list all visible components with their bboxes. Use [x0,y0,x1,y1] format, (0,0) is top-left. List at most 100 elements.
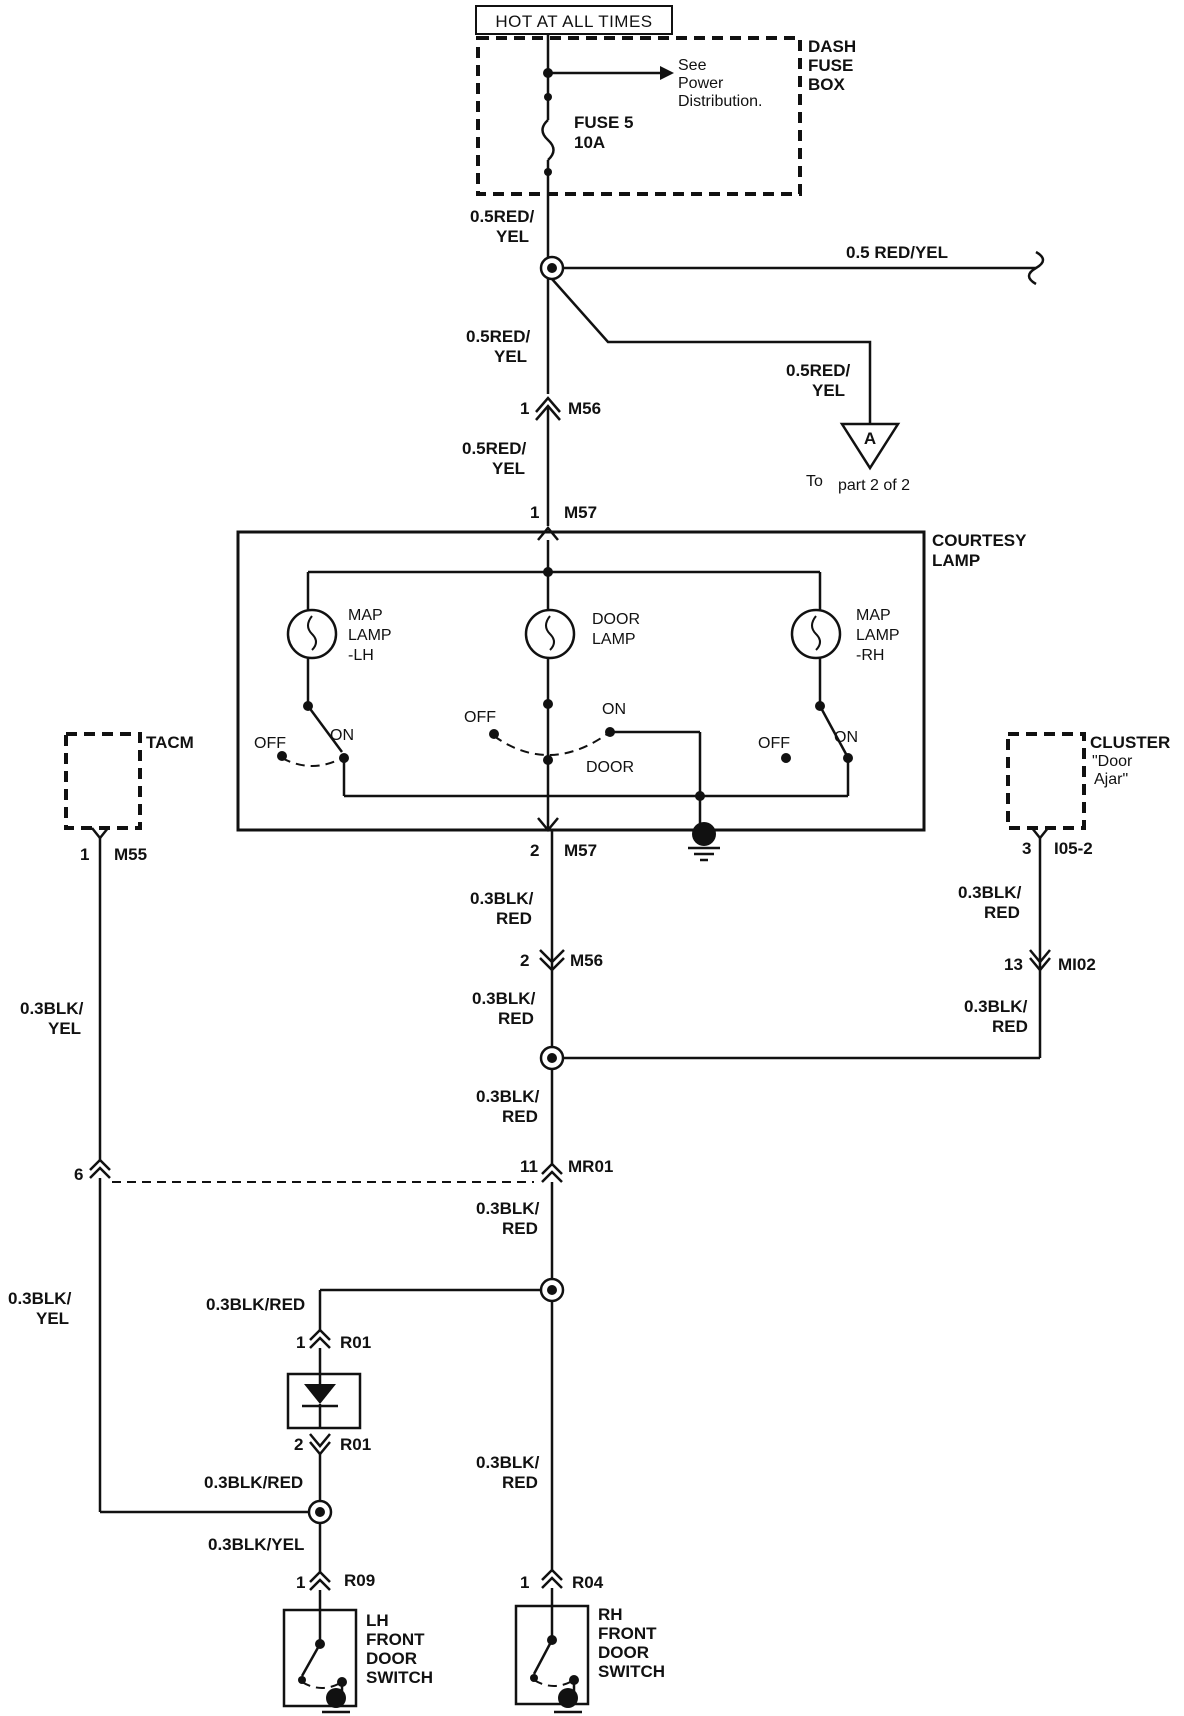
fuse-name: FUSE 5 [574,113,634,132]
rh-switch-1: RH [598,1605,623,1624]
r01-bottom-name: R01 [340,1435,371,1454]
map-lamp-rh-bulb-icon [790,608,842,660]
wire-label-tacm-upper-2: YEL [48,1019,81,1038]
r09-name: R09 [344,1571,375,1590]
wire-label-mr01-splice-2: RED [502,1219,538,1238]
wire-label-fuse-out-2: YEL [496,227,529,246]
see-note-1: See [678,57,707,74]
m55-name: M55 [114,845,147,864]
tacm-module: TACM 1 M55 0.3BLK/ YEL 6 0.3BLK/ YEL [8,732,310,1514]
courtesy-lamp-box: COURTESY LAMP MAP LAMP -LH OFF ON [236,526,1027,862]
offpage-part: part 2 of 2 [838,477,910,494]
mr01-name: MR01 [568,1157,613,1176]
rh-branch: 1 R04 RH FRONT DOOR SWITCH [514,1568,665,1714]
lh-switch-3: DOOR [366,1649,417,1668]
map-lamp-lh-bulb-icon [286,608,338,660]
wire-label-tacm-lower-2: YEL [36,1309,69,1328]
fuse-box-title-1: DASH [808,37,856,56]
mr01-pin: 11 [520,1157,538,1176]
mr01-left-pin: 6 [74,1165,83,1184]
wire-label-splice-mr01-1: 0.3BLK/ [476,1087,540,1106]
cluster-title: CLUSTER [1090,733,1170,752]
m57-bottom-name: M57 [564,841,597,860]
wire-label-m56-splice-1: 0.3BLK/ [472,989,536,1008]
center-return: 2 M57 0.3BLK/ RED 2 M56 0.3BLK/ RED 0.3B… [320,830,613,1572]
r09-pin: 1 [296,1573,305,1592]
wire-label-branch-right: 0.5 RED/YEL [846,243,948,262]
door-off: OFF [464,709,496,726]
map-lamp-lh-2: LAMP [348,627,392,644]
wire-label-rh-switch-1: 0.3BLK/ [476,1453,540,1472]
wire-label-mi02-1: 0.3BLK/ [964,997,1028,1016]
m57-bottom-pin: 2 [530,841,539,860]
tacm-label: TACM [146,733,194,752]
map-rh-off: OFF [758,735,790,752]
hot-label-group: HOT AT ALL TIMES [475,5,673,35]
fuse-box-title-2: FUSE [808,56,853,75]
m56-bottom-pin: 2 [520,951,529,970]
wire-label-r01-top: 0.3BLK/RED [206,1295,305,1314]
map-lamp-lh-1: MAP [348,607,383,624]
map-lamp-rh-2: LAMP [856,627,900,644]
map-rh-on: ON [834,729,858,746]
fuse-symbol [541,119,555,161]
courtesy-title-1: COURTESY [932,531,1027,550]
wire-label-tacm-upper-1: 0.3BLK/ [20,999,84,1018]
door-lamp-bulb-icon [524,608,576,660]
wire-label-i05-2: RED [984,903,1020,922]
r01-bottom-pin: 2 [294,1435,303,1454]
wire-label-r01-bottom: 0.3BLK/RED [204,1473,303,1492]
cluster-module: CLUSTER "Door Ajar" 3 I05-2 0.3BLK/ RED … [564,732,1170,1060]
wire-label-to-a-1: 0.5RED/ [786,361,851,380]
wire-label-below-splice-2: YEL [494,347,527,366]
offpage-to: To [806,473,823,490]
i05-pin: 3 [1022,839,1031,858]
map-lh-on: ON [330,727,354,744]
courtesy-title-2: LAMP [932,551,980,570]
lh-switch-1: LH [366,1611,389,1630]
offpage-letter: A [864,429,876,448]
see-note-3: Distribution. [678,93,762,110]
dash-fuse-box: DASH FUSE BOX See Power Distribution. FU… [476,34,856,196]
wire-label-i05-1: 0.3BLK/ [958,883,1022,902]
rh-switch-3: DOOR [598,1643,649,1662]
m56-top-pin: 1 [520,399,529,418]
wire-label-mi02-2: RED [992,1017,1028,1036]
rh-switch-4: SWITCH [598,1662,665,1681]
see-note-2: Power [678,75,724,92]
wire-label-to-a-2: YEL [812,381,845,400]
wire-label-r09: 0.3BLK/YEL [208,1535,304,1554]
fuse-rating: 10A [574,133,605,152]
fuse-box-title-3: BOX [808,75,846,94]
mi02-name: MI02 [1058,955,1096,974]
r04-pin: 1 [520,1573,529,1592]
r01-top-pin: 1 [296,1333,305,1352]
mi02-pin: 13 [1004,955,1023,974]
wire-label-m56-splice-2: RED [498,1009,534,1028]
wire-label-splice-mr01-2: RED [502,1107,538,1126]
map-lamp-rh-3: -RH [856,647,884,664]
m57-top-pin: 1 [530,503,539,522]
door-on: ON [602,701,626,718]
m56-bottom-name: M56 [570,951,603,970]
wire-label-m56-m57-1: 0.5RED/ [462,439,527,458]
door-position: DOOR [586,759,634,776]
cluster-sub-2: Ajar" [1094,771,1128,788]
wire-label-below-splice-1: 0.5RED/ [466,327,531,346]
hot-at-all-times-label: HOT AT ALL TIMES [495,12,652,31]
wire-break-icon [1027,250,1045,286]
lh-branch: 0.3BLK/RED 1 R01 2 R01 0.3BLK/RED 0.3BLK… [204,1290,433,1714]
wire-label-m57-m56-2: RED [496,909,532,928]
m57-top-name: M57 [564,503,597,522]
door-lamp-2: LAMP [592,631,636,648]
lh-switch-4: SWITCH [366,1668,433,1687]
wire-label-mr01-splice-1: 0.3BLK/ [476,1199,540,1218]
wire-label-tacm-lower-1: 0.3BLK/ [8,1289,72,1308]
diode-icon [304,1384,336,1404]
offpage-connector-a [839,422,901,471]
wire-label-rh-switch-2: RED [502,1473,538,1492]
feed-wire: 0.5RED/ YEL 0.5 RED/YEL 0.5RED/ YEL A To… [462,194,1045,526]
map-lh-off: OFF [254,735,286,752]
m55-pin: 1 [80,845,89,864]
